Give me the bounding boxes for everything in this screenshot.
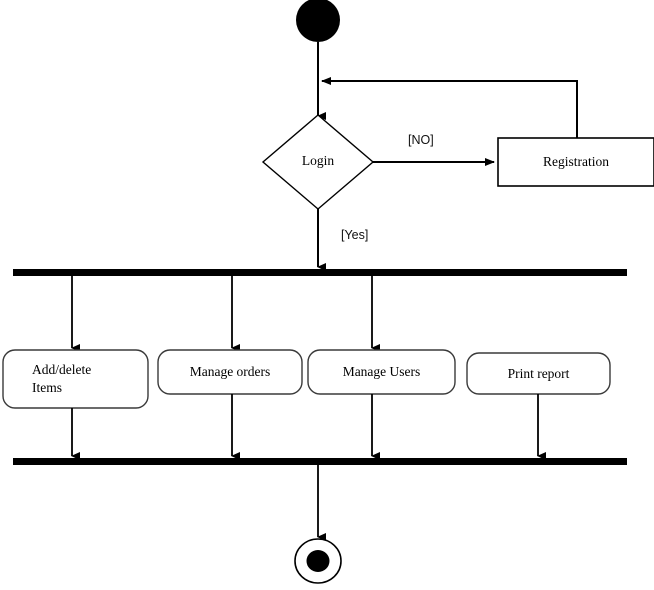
action-node-registration [497,137,654,187]
action-node-manage-orders [157,349,303,395]
join-bar [13,458,627,465]
decision-node-login [261,114,375,210]
action-node-add-delete-items [2,349,149,409]
final-node-inner-dot [306,550,330,572]
action-node-print-report [466,352,611,395]
action-node-manage-users [307,349,456,395]
fork-bar [13,269,627,276]
initial-node [296,0,340,42]
edge-registration-to-login [321,77,578,138]
